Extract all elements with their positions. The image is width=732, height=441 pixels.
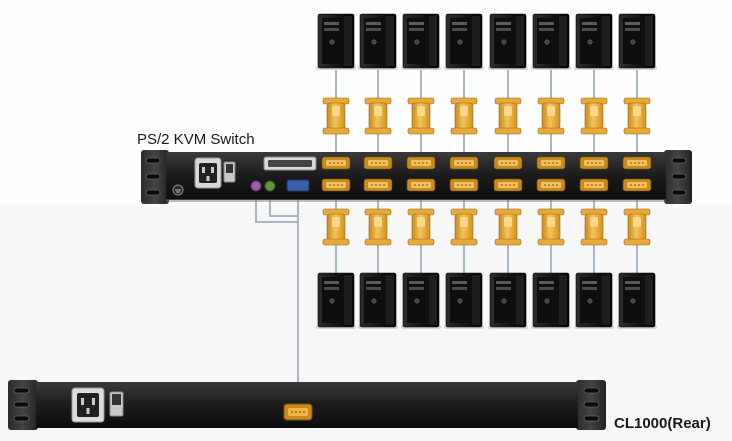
computer-bottom-1-icon bbox=[316, 272, 356, 329]
vga-port-upper-4 bbox=[449, 156, 479, 170]
adapter-top-1-icon bbox=[322, 97, 350, 135]
adapter-bottom-7-icon bbox=[580, 208, 608, 246]
cl1000-kvm-port bbox=[283, 403, 313, 421]
adapter-top-3-icon bbox=[407, 97, 435, 135]
firmware-port bbox=[263, 156, 317, 171]
computer-bottom-4-icon bbox=[444, 272, 484, 329]
computer-port-grid bbox=[321, 156, 652, 192]
bottom-adapter-row bbox=[322, 208, 651, 246]
adapter-bottom-3-icon bbox=[407, 208, 435, 246]
power-socket-icon bbox=[194, 157, 222, 189]
computer-bottom-8-icon bbox=[617, 272, 657, 329]
computer-top-3-icon bbox=[401, 13, 441, 70]
adapter-bottom-8-icon bbox=[623, 208, 651, 246]
top-computer-row bbox=[316, 13, 657, 70]
computer-bottom-7-icon bbox=[574, 272, 614, 329]
vga-port-upper-2 bbox=[363, 156, 393, 170]
computer-top-1-icon bbox=[316, 13, 356, 70]
vga-port-lower-2 bbox=[363, 178, 393, 192]
adapter-top-6-icon bbox=[537, 97, 565, 135]
computer-top-7-icon bbox=[574, 13, 614, 70]
adapter-top-7-icon bbox=[580, 97, 608, 135]
vga-port-lower-7 bbox=[579, 178, 609, 192]
computer-top-8-icon bbox=[617, 13, 657, 70]
top-adapter-row bbox=[322, 97, 651, 135]
vga-port-upper-5 bbox=[493, 156, 523, 170]
computer-top-5-icon bbox=[488, 13, 528, 70]
computer-top-6-icon bbox=[531, 13, 571, 70]
vga-port-upper-7 bbox=[579, 156, 609, 170]
computer-top-2-icon bbox=[358, 13, 398, 70]
cl1000-power-switch-icon bbox=[109, 391, 124, 417]
vga-port-lower-5 bbox=[493, 178, 523, 192]
vga-port-lower-6 bbox=[536, 178, 566, 192]
computer-bottom-2-icon bbox=[358, 272, 398, 329]
vga-port-upper-3 bbox=[406, 156, 436, 170]
kvm-switch-label: PS/2 KVM Switch bbox=[137, 131, 255, 148]
adapter-top-2-icon bbox=[364, 97, 392, 135]
computer-bottom-3-icon bbox=[401, 272, 441, 329]
keyboard-port bbox=[250, 180, 262, 192]
adapter-bottom-4-icon bbox=[450, 208, 478, 246]
adapter-bottom-5-icon bbox=[494, 208, 522, 246]
computer-top-4-icon bbox=[444, 13, 484, 70]
adapter-bottom-6-icon bbox=[537, 208, 565, 246]
kvm-switch bbox=[141, 150, 692, 204]
bottom-computer-row bbox=[316, 272, 657, 329]
ground-terminal-icon bbox=[172, 184, 184, 196]
cl1000-rear-label: CL1000(Rear) bbox=[614, 415, 711, 432]
adapter-bottom-1-icon bbox=[322, 208, 350, 246]
vga-port-lower-4 bbox=[449, 178, 479, 192]
adapter-top-8-icon bbox=[623, 97, 651, 135]
vga-port-upper-1 bbox=[321, 156, 351, 170]
vga-port-lower-8 bbox=[622, 178, 652, 192]
mouse-port bbox=[264, 180, 276, 192]
computer-bottom-5-icon bbox=[488, 272, 528, 329]
adapter-top-5-icon bbox=[494, 97, 522, 135]
adapter-top-4-icon bbox=[450, 97, 478, 135]
cl1000-power-socket-icon bbox=[71, 387, 105, 423]
vga-port-lower-3 bbox=[406, 178, 436, 192]
vga-port-lower-1 bbox=[321, 178, 351, 192]
cl1000-unit bbox=[8, 380, 606, 430]
computer-bottom-6-icon bbox=[531, 272, 571, 329]
power-switch-icon bbox=[223, 161, 236, 183]
vga-port-upper-8 bbox=[622, 156, 652, 170]
vga-port-upper-6 bbox=[536, 156, 566, 170]
video-port bbox=[286, 179, 310, 192]
adapter-bottom-2-icon bbox=[364, 208, 392, 246]
